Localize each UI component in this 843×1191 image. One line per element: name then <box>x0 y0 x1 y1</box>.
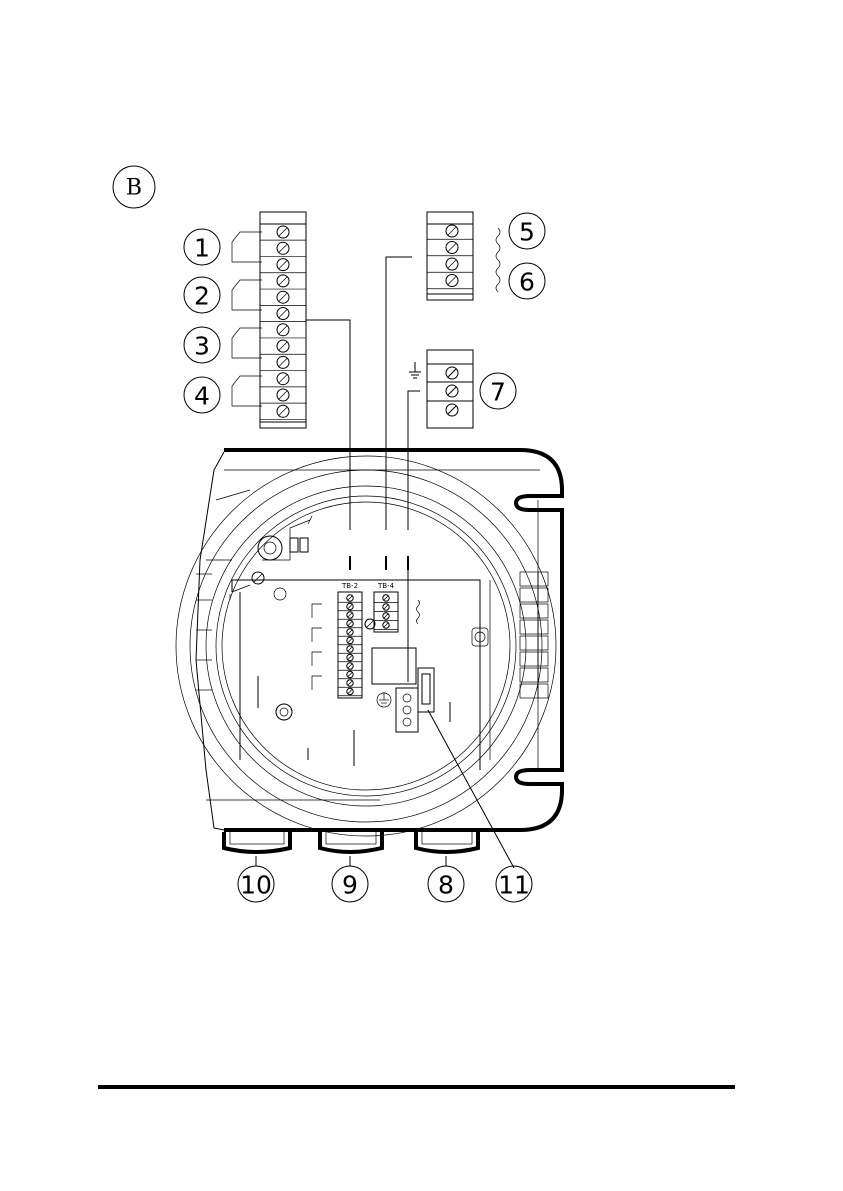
callout-6: 6 <box>509 263 545 299</box>
tb2-label: TB-2 <box>341 582 358 590</box>
callout-10: 10 <box>238 866 274 902</box>
coil-symbol-icon <box>496 228 500 292</box>
callout-1: 1 <box>184 229 220 265</box>
cover-rings <box>176 456 556 836</box>
tb2-leader-line <box>306 320 350 530</box>
view-label-text: B <box>126 176 142 201</box>
cable-gland-10 <box>224 830 290 866</box>
ground-terminal-block <box>372 570 418 732</box>
callout-5-label: 5 <box>519 218 535 247</box>
circuit-board <box>230 516 490 770</box>
callout-7-label: 7 <box>490 378 506 407</box>
view-label: B <box>113 166 155 208</box>
tb4-screw-group <box>427 225 473 289</box>
callout-9-label: 9 <box>342 871 358 900</box>
callout-11-label: 11 <box>498 871 530 900</box>
callout-2: 2 <box>184 277 220 313</box>
terminal-block-tb2: TB-2 <box>312 582 362 698</box>
tb2-screw-group <box>260 226 306 419</box>
terminal-block-tb4: TB-4 <box>374 582 420 632</box>
ground-terminal-block-detail <box>427 350 473 428</box>
callout-9: 9 <box>332 866 368 902</box>
terminal-block-tb4-detail <box>427 212 473 300</box>
callout-10-label: 10 <box>240 871 272 900</box>
callout-8: 8 <box>428 866 464 902</box>
callout-3: 3 <box>184 327 220 363</box>
callout-11: 11 <box>496 866 532 902</box>
callout-7: 7 <box>480 373 516 409</box>
callout-8-label: 8 <box>438 871 454 900</box>
relay-contact-symbols <box>232 232 262 406</box>
fuse-holder <box>418 668 434 712</box>
ground-icon <box>409 362 421 378</box>
callout-5: 5 <box>509 213 545 249</box>
callout-6-label: 6 <box>519 268 535 297</box>
callout-4-label: 4 <box>194 382 210 411</box>
callout-1-label: 1 <box>194 234 210 263</box>
callout-2-label: 2 <box>194 282 210 311</box>
callout-3-label: 3 <box>194 332 210 361</box>
terminal-block-tb2-detail <box>260 212 306 428</box>
callout-4: 4 <box>184 377 220 413</box>
tb4-label: TB-4 <box>377 582 395 590</box>
cable-gland-8 <box>416 830 478 866</box>
